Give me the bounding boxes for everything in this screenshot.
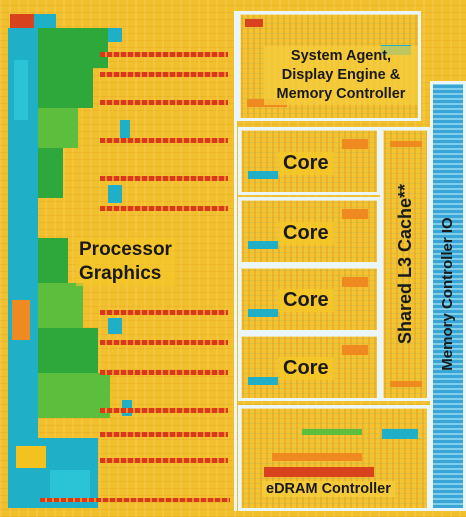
graphics-orange-detail bbox=[12, 300, 30, 340]
graphics-teal-block bbox=[108, 28, 122, 42]
l3-detail bbox=[390, 381, 422, 387]
edram-detail bbox=[272, 453, 362, 461]
core-block-4 bbox=[241, 336, 379, 400]
memory-io-text: Memory Controller IO bbox=[439, 217, 456, 371]
graphics-red-stripe bbox=[100, 52, 228, 57]
core-outline-4 bbox=[238, 333, 380, 401]
graphics-green-block bbox=[38, 148, 63, 198]
graphics-red-stripe bbox=[100, 432, 228, 437]
graphics-red-stripe bbox=[100, 458, 228, 463]
l3-detail bbox=[390, 141, 422, 147]
graphics-bottom-block bbox=[50, 470, 90, 498]
memory-io-outline bbox=[430, 81, 466, 511]
core-outline-2 bbox=[238, 197, 380, 265]
core-detail bbox=[342, 139, 368, 149]
core-text-1: Core bbox=[283, 152, 329, 174]
system-agent-label: System Agent, Display Engine & Memory Co… bbox=[264, 46, 418, 105]
edram-detail bbox=[302, 429, 362, 435]
core-detail bbox=[248, 309, 278, 317]
system-agent-text: System Agent, Display Engine & Memory Co… bbox=[276, 48, 406, 102]
graphics-red-stripe bbox=[100, 100, 228, 105]
graphics-green-block bbox=[38, 328, 98, 373]
l3-cache-outline bbox=[380, 127, 430, 401]
core-detail bbox=[342, 277, 368, 287]
graphics-red-stripe bbox=[100, 340, 228, 345]
core-label-3: Core bbox=[278, 289, 334, 312]
graphics-green-block bbox=[38, 238, 68, 283]
l3-cache-label: Shared L3 Cache** bbox=[394, 164, 416, 364]
graphics-green-block bbox=[38, 108, 78, 148]
graphics-corner-block bbox=[10, 14, 34, 28]
graphics-bottom-stripe bbox=[40, 498, 230, 502]
graphics-red-stripe bbox=[100, 408, 228, 413]
system-agent-outline bbox=[237, 11, 421, 121]
graphics-teal-block bbox=[108, 318, 122, 334]
core-outline-3 bbox=[238, 265, 380, 333]
graphics-red-stripe bbox=[100, 176, 228, 181]
core-detail bbox=[342, 209, 368, 219]
graphics-corner-block bbox=[34, 14, 56, 28]
graphics-green-block bbox=[38, 28, 108, 68]
processor-graphics-text: Processor Graphics bbox=[79, 239, 172, 284]
graphics-red-stripe bbox=[100, 206, 228, 211]
edram-detail bbox=[382, 429, 418, 439]
graphics-bottom-block bbox=[16, 446, 46, 468]
memory-io-block bbox=[433, 84, 463, 508]
edram-detail bbox=[264, 467, 374, 477]
l3-cache-text: Shared L3 Cache** bbox=[395, 183, 415, 345]
core-label-2: Core bbox=[278, 222, 334, 245]
graphics-red-stripe bbox=[100, 138, 228, 143]
core-text-2: Core bbox=[283, 222, 329, 244]
core-label-1: Core bbox=[278, 152, 334, 175]
core-detail bbox=[248, 241, 278, 249]
graphics-red-stripe bbox=[100, 370, 228, 375]
graphics-teal-block bbox=[108, 185, 122, 203]
graphics-green-block bbox=[38, 373, 110, 418]
processor-graphics-label: Processor Graphics bbox=[76, 238, 175, 286]
edram-outline bbox=[238, 405, 430, 511]
graphics-red-stripe bbox=[100, 310, 228, 315]
edram-label: eDRAM Controller bbox=[262, 481, 395, 497]
core-outline-1 bbox=[238, 127, 380, 195]
l3-cache-block bbox=[383, 130, 429, 400]
graphics-green-block bbox=[38, 283, 83, 328]
core-text-4: Core bbox=[283, 357, 329, 379]
core-label-4: Core bbox=[278, 357, 334, 380]
system-agent-detail bbox=[245, 19, 263, 27]
core-detail bbox=[248, 377, 278, 385]
edram-text: eDRAM Controller bbox=[266, 481, 391, 497]
graphics-red-stripe bbox=[100, 72, 228, 77]
graphics-cpu-divider bbox=[231, 11, 237, 511]
graphics-teal-block bbox=[120, 120, 130, 140]
graphics-teal-detail bbox=[14, 60, 28, 120]
core-text-3: Core bbox=[283, 289, 329, 311]
memory-io-label: Memory Controller IO bbox=[438, 204, 458, 384]
core-detail bbox=[248, 171, 278, 179]
core-detail bbox=[342, 345, 368, 355]
graphics-green-block bbox=[38, 68, 93, 108]
